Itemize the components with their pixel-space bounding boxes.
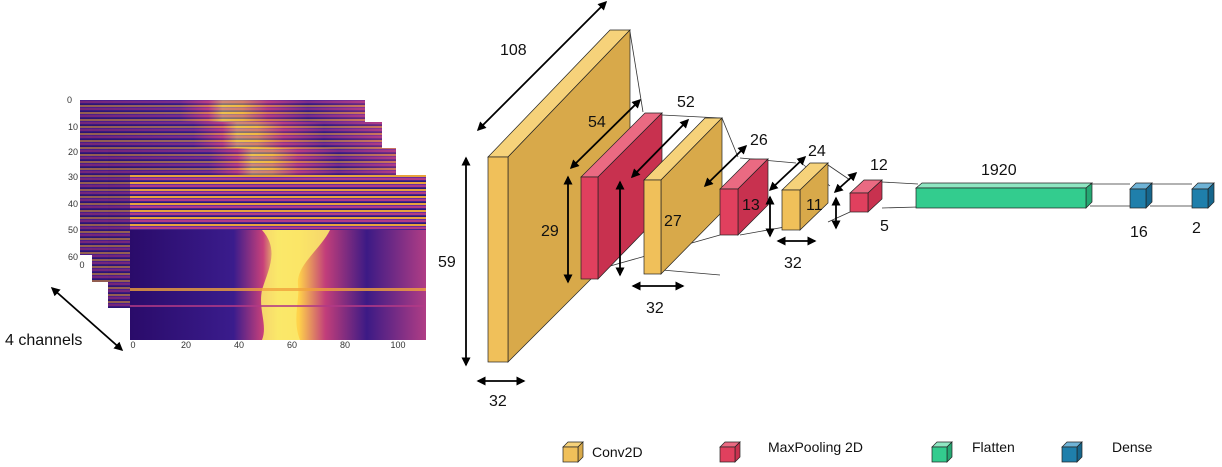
x-tick-label: 40 <box>234 340 244 350</box>
x-tick-label: 20 <box>181 340 191 350</box>
channels-label: 4 channels <box>5 332 82 349</box>
y-tick-label: 40 <box>68 199 78 209</box>
conv2-depth-label: 52 <box>677 94 695 111</box>
dense-layer-2 <box>1191 182 1215 209</box>
y-tick-label: 0 <box>67 95 72 105</box>
x-tick-label: 80 <box>340 340 350 350</box>
legend-dense-icon <box>1061 441 1083 463</box>
legend-conv2d-label: Conv2D <box>592 444 643 460</box>
legend-maxpooling-icon <box>719 441 741 463</box>
y-tick-label: 60 <box>68 252 78 262</box>
back-x-tick-label: 0 <box>79 260 84 270</box>
conv1-depth-arrow <box>476 0 608 132</box>
flatten-layer <box>915 182 1093 209</box>
pool2-height-label: 13 <box>742 197 760 214</box>
dense1-units-label: 16 <box>1130 224 1148 241</box>
heatmap-front <box>130 175 426 340</box>
conv3-depth-arrow <box>768 155 807 192</box>
heatmap-x-axis-ticks: 0 20 40 60 80 100 <box>130 340 405 350</box>
flatten-units-label: 1920 <box>981 162 1017 179</box>
dense-layer-1 <box>1129 182 1153 209</box>
conv2-depth-arrow <box>630 118 690 179</box>
channels-arrow <box>50 287 124 351</box>
conv3-depth-label: 24 <box>808 143 826 160</box>
x-tick-label: 0 <box>130 340 135 350</box>
maxpool-layer-3 <box>849 179 883 213</box>
legend-maxpooling-label: MaxPooling 2D <box>768 439 863 455</box>
conv3-filters-label: 32 <box>784 255 802 272</box>
pool3-depth-arrow <box>833 171 858 194</box>
legend-flatten-icon <box>931 441 953 463</box>
pool3-depth-label: 12 <box>870 157 888 174</box>
pool2-depth-label: 26 <box>750 132 768 149</box>
y-tick-label: 20 <box>68 147 78 157</box>
x-tick-label: 100 <box>390 340 405 350</box>
conv1-filters-label: 32 <box>489 393 507 410</box>
pool1-depth-label: 54 <box>588 114 606 131</box>
dense2-units-label: 2 <box>1192 220 1201 237</box>
pool2-depth-arrow <box>703 144 748 188</box>
legend-conv2d-icon <box>562 441 584 463</box>
conv1-height-label: 59 <box>438 254 456 271</box>
legend-flatten-label: Flatten <box>972 439 1015 455</box>
conv2-filters-label: 32 <box>646 300 664 317</box>
conv3-height-label: 11 <box>806 197 823 214</box>
dense-connection-lines <box>1090 183 1192 207</box>
heatmap-y-axis-ticks: 0 10 20 30 40 50 60 0 <box>67 95 85 270</box>
y-tick-label: 10 <box>68 122 78 132</box>
conv2-height-label: 27 <box>664 213 682 230</box>
pool1-height-label: 29 <box>541 223 559 240</box>
pool3-height-label: 5 <box>880 218 889 235</box>
legend: Conv2D MaxPooling 2D Flatten Dense <box>562 439 1153 463</box>
x-tick-label: 60 <box>287 340 297 350</box>
input-heatmap-stack: 0 10 20 30 40 50 60 0 0 20 40 60 80 100 … <box>5 95 426 351</box>
legend-dense-label: Dense <box>1112 439 1153 455</box>
y-tick-label: 50 <box>68 225 78 235</box>
pool1-depth-arrow <box>569 98 642 170</box>
conv1-depth-label: 108 <box>500 42 527 59</box>
y-tick-label: 30 <box>68 172 78 182</box>
